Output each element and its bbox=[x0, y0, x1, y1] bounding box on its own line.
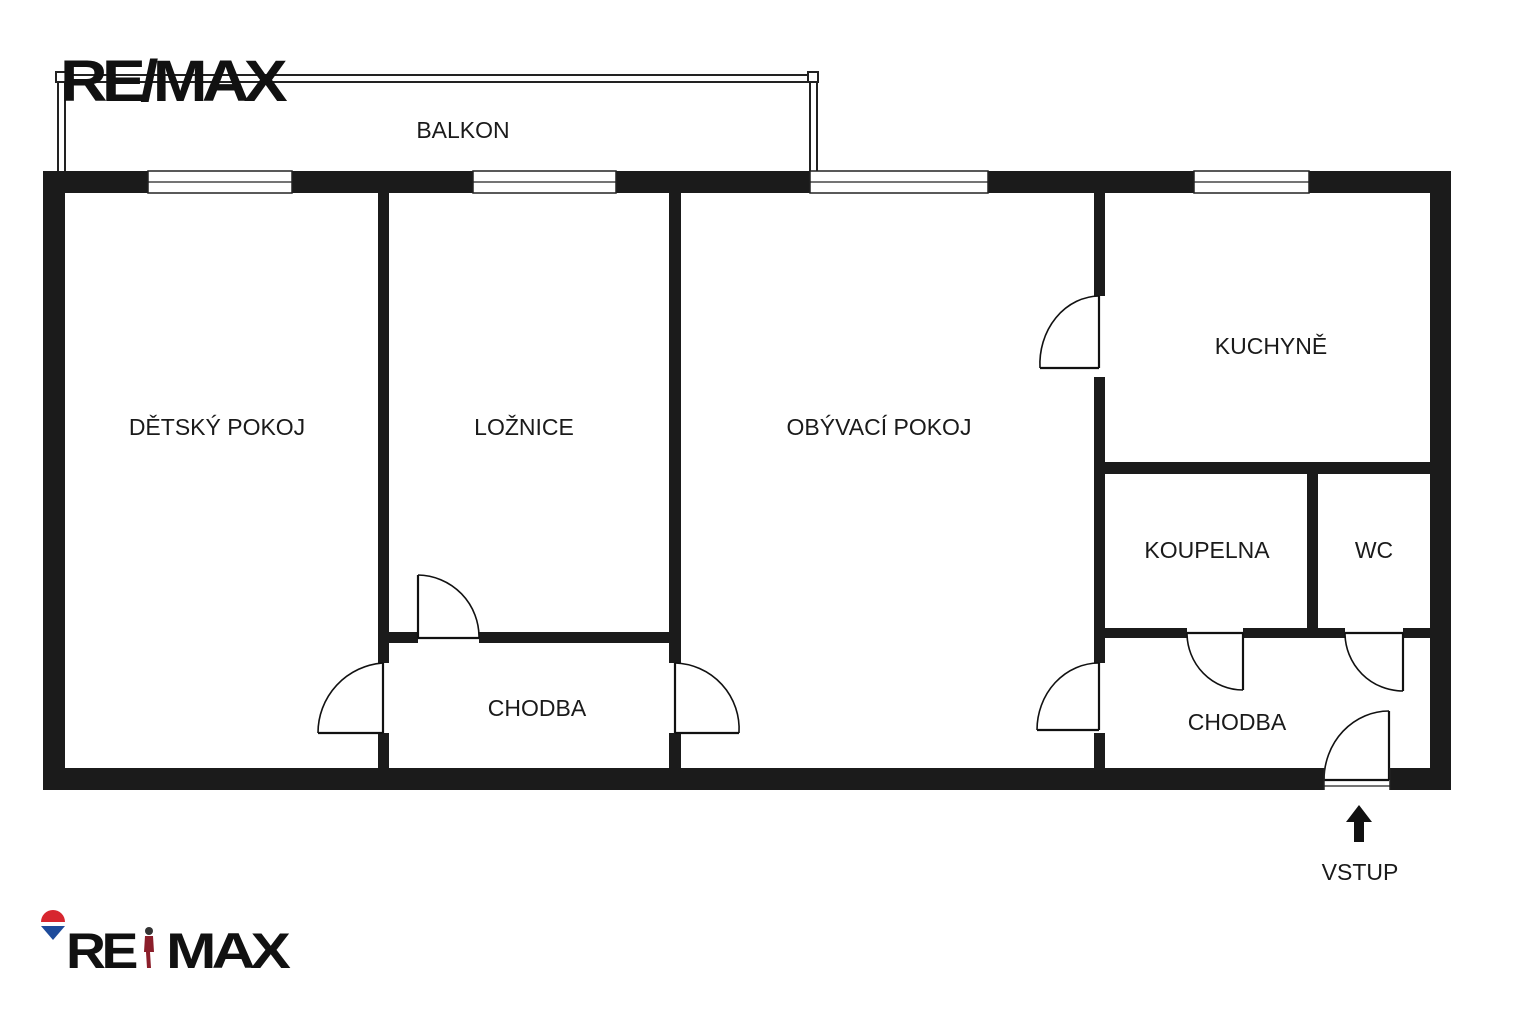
logo-top-text: RE/MAX bbox=[60, 49, 288, 114]
door-kids-room bbox=[317, 662, 385, 735]
remax-logo-bottom: RE MAX bbox=[25, 889, 301, 997]
label-kitchen: KUCHYNĚ bbox=[1215, 333, 1327, 359]
door-wc bbox=[1344, 631, 1405, 692]
label-hallway-right: CHODBA bbox=[1188, 709, 1287, 735]
label-kids-room: DĚTSKÝ POKOJ bbox=[129, 414, 305, 440]
label-entrance: VSTUP bbox=[1322, 859, 1399, 885]
door-kitchen bbox=[1039, 295, 1101, 370]
logo-bottom-right-text: MAX bbox=[166, 923, 290, 979]
balcony-railing bbox=[55, 71, 819, 172]
label-balcony: BALKON bbox=[416, 117, 509, 143]
remax-balloon-icon bbox=[41, 910, 65, 940]
outer-walls bbox=[43, 171, 1451, 790]
doors bbox=[317, 295, 1405, 790]
logo-bottom-left-text: RE bbox=[66, 923, 137, 979]
label-bathroom: KOUPELNA bbox=[1144, 537, 1270, 563]
label-living-room: OBÝVACÍ POKOJ bbox=[787, 414, 972, 440]
door-bathroom bbox=[1186, 631, 1245, 691]
windows bbox=[147, 170, 1310, 194]
door-living-room-right bbox=[1036, 662, 1101, 732]
remax-figure-icon bbox=[144, 927, 154, 968]
remax-logo-top: RE/MAX bbox=[60, 49, 293, 114]
door-entrance bbox=[1323, 710, 1391, 790]
door-living-room-left bbox=[673, 662, 740, 735]
label-wc: WC bbox=[1355, 537, 1393, 563]
label-bedroom: LOŽNICE bbox=[474, 414, 574, 440]
label-hallway-left: CHODBA bbox=[488, 695, 587, 721]
up-arrow-icon bbox=[1346, 805, 1372, 842]
door-bedroom bbox=[416, 574, 480, 640]
interior-walls bbox=[378, 193, 1430, 768]
